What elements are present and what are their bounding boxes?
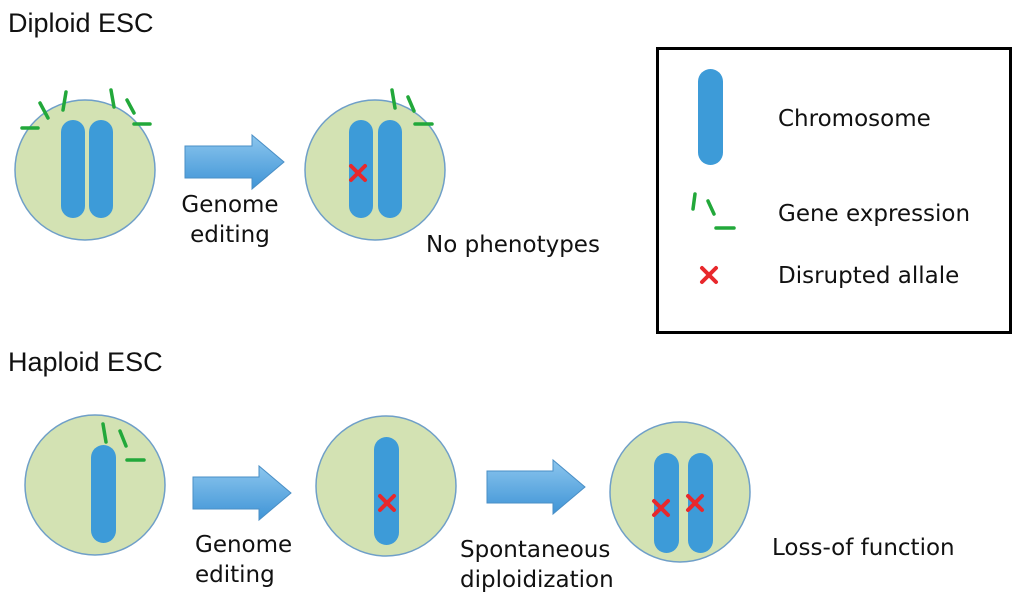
spontaneous-diploidization-label: Spontaneous diploidization (460, 537, 614, 593)
disrupted-allele-icon (686, 494, 704, 512)
haploid-cell-initial (24, 414, 166, 556)
diploid-cell-initial (14, 88, 156, 241)
haploid-genome-editing-label: Genome editing (195, 532, 293, 588)
legend-chromosome-label: Chromosome (778, 106, 931, 132)
chromosome-icon (89, 120, 113, 218)
chromosome-icon (378, 120, 402, 218)
legend-gene-expression-label: Gene expression (778, 201, 971, 227)
legend-disrupted-allele-label: Disrupted allale (778, 263, 960, 289)
gene-expression-icon (109, 88, 152, 126)
disrupted-allele-icon (652, 499, 670, 517)
haploid-cell-diploidized (609, 421, 751, 563)
haploid-heading: Haploid ESC (8, 347, 163, 377)
arrow-icon (486, 458, 586, 516)
loss-of-function-label: Loss-of function (772, 535, 955, 561)
gene-expression-icon (390, 88, 434, 126)
diploid-cell-edited (304, 88, 446, 241)
gene-expression-icon (101, 422, 146, 462)
gene-expression-icon (20, 90, 68, 130)
legend-chromosome-icon (698, 69, 723, 165)
legend-box (656, 47, 1012, 334)
arrow-icon (192, 464, 292, 522)
chromosome-icon (61, 120, 85, 218)
disrupted-allele-icon (378, 494, 396, 512)
haploid-cell-edited (315, 415, 457, 557)
chromosome-icon (374, 437, 399, 545)
no-phenotypes-label: No phenotypes (426, 232, 600, 258)
legend-disrupted-allele-icon (700, 266, 718, 284)
arrow-icon (184, 133, 285, 191)
legend-gene-expression-icon (691, 192, 736, 230)
chromosome-icon (91, 445, 116, 543)
diploid-genome-editing-label: Genome editing (181, 192, 279, 248)
chromosome-icon (688, 453, 713, 553)
diploid-heading: Diploid ESC (8, 8, 154, 38)
disrupted-allele-icon (349, 164, 367, 182)
